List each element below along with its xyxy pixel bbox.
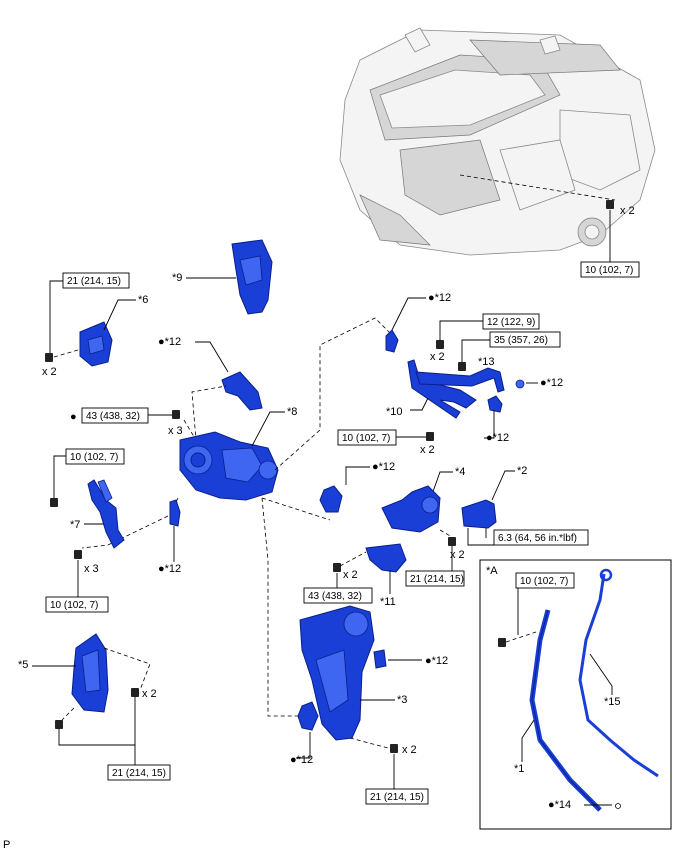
callout-part-14: ●*14 — [548, 799, 571, 811]
quantity-label: x 2 — [450, 549, 465, 561]
torque-spec: 6.3 (64, 56 in.*lbf) — [498, 533, 577, 544]
callout-part-12: ●*12 — [158, 563, 181, 575]
bolt-icon — [45, 353, 53, 362]
quantity-label: x 3 — [168, 425, 183, 437]
torque-box — [515, 572, 575, 589]
part-12-gasket — [319, 485, 343, 513]
torque-spec: 43 (438, 32) — [86, 411, 140, 422]
torque-spec: 35 (357, 26) — [494, 335, 548, 346]
part-8-turbocharger — [179, 431, 279, 501]
torque-box — [337, 429, 397, 446]
torque-box — [81, 407, 149, 424]
part-7-oil-pipe — [87, 479, 125, 549]
callout-part-2: *2 — [517, 465, 527, 477]
bolt-icon — [498, 638, 506, 647]
bolt-icon — [390, 744, 398, 753]
quantity-label: x 2 — [620, 205, 635, 217]
torque-box — [303, 587, 373, 604]
callout-part-12: ●*12 — [540, 377, 563, 389]
part-12-gasket — [515, 379, 525, 389]
part-14-o-ring — [615, 803, 621, 809]
callout-part-11: *11 — [380, 596, 396, 608]
torque-box — [489, 331, 561, 348]
callout-part-12: ●*12 — [425, 655, 448, 667]
bolt-icon — [172, 410, 180, 419]
bolt-icon — [426, 432, 434, 441]
illustration-code: P — [3, 839, 10, 851]
quantity-label: x 2 — [42, 366, 57, 378]
torque-box — [580, 261, 640, 278]
torque-spec: 21 (214, 15) — [410, 574, 464, 585]
part-15-oil-level-gauge — [578, 573, 659, 778]
quantity-label: x 2 — [402, 744, 417, 756]
torque-box — [65, 448, 125, 465]
torque-spec: 10 (102, 7) — [520, 576, 568, 587]
torque-box — [45, 596, 109, 613]
part-11-bracket — [365, 543, 407, 573]
part-2-hose-clamp — [461, 499, 497, 529]
part-12-gasket — [297, 701, 319, 731]
inset-label: *A — [486, 565, 498, 577]
part-12-gasket — [385, 329, 399, 353]
torque-box — [493, 529, 589, 546]
callout-part-12: ●*12 — [372, 461, 395, 473]
torque-spec: 10 (102, 7) — [585, 265, 633, 276]
torque-spec: 21 (214, 15) — [112, 768, 166, 779]
bolt-icon — [606, 200, 614, 209]
callout-part-15: *15 — [604, 696, 621, 708]
torque-spec: 21 (214, 15) — [370, 792, 424, 803]
callout-part-9: *9 — [172, 272, 182, 284]
bolt-icon — [55, 720, 63, 729]
bolt-icon — [74, 550, 82, 559]
callout-part-10: *10 — [386, 406, 403, 418]
part-12-gasket — [169, 499, 181, 527]
torque-spec: 12 (122, 9) — [487, 317, 535, 328]
torque-box — [62, 272, 130, 289]
part-13-oil-pipe — [415, 367, 505, 393]
bolt-icon — [448, 537, 456, 546]
quantity-label: x 3 — [84, 563, 99, 575]
torque-box — [405, 570, 465, 587]
torque-spec: 10 (102, 7) — [342, 433, 390, 444]
torque-spec: 43 (438, 32) — [308, 591, 362, 602]
part-1-oil-level-gauge-guide — [529, 609, 602, 812]
quantity-label: x 2 — [142, 688, 157, 700]
torque-spec: 21 (214, 15) — [67, 276, 121, 287]
callout-part-7: *7 — [70, 519, 80, 531]
quantity-label: x 2 — [343, 569, 358, 581]
bolt-icon — [436, 340, 444, 349]
quantity-label: x 2 — [420, 444, 435, 456]
callout-part-12: ●*12 — [428, 292, 451, 304]
callout-part-12: ●*12 — [158, 336, 181, 348]
inset-detail-panel — [479, 559, 672, 830]
torque-box — [482, 313, 540, 330]
bolt-icon — [131, 688, 139, 697]
callout-part-12: ●*12 — [290, 754, 313, 766]
callout-part-3: *3 — [397, 694, 407, 706]
callout-part-13: *13 — [478, 356, 495, 368]
part-12-gasket-bracket — [221, 371, 263, 411]
callout-part-4: *4 — [455, 466, 465, 478]
engine-overview-illustration — [339, 27, 656, 256]
callout-part-1: *1 — [514, 763, 524, 775]
torque-spec: 10 (102, 7) — [50, 600, 98, 611]
callout-part-8: *8 — [287, 406, 297, 418]
part-12-gasket — [373, 649, 387, 669]
callout-part-12: ●*12 — [486, 432, 509, 444]
torque-box — [365, 788, 429, 805]
callout-part-6: *6 — [138, 294, 148, 306]
bolt-icon — [458, 362, 466, 371]
callout-part-5: *5 — [18, 659, 28, 671]
bolt-icon — [50, 498, 58, 507]
part-4-outlet-elbow — [381, 485, 441, 533]
torque-spec: 10 (102, 7) — [70, 452, 118, 463]
torque-box — [107, 764, 171, 781]
bolt-icon — [333, 563, 341, 572]
quantity-label: x 2 — [430, 351, 445, 363]
bullet-marker: ● — [70, 411, 77, 423]
